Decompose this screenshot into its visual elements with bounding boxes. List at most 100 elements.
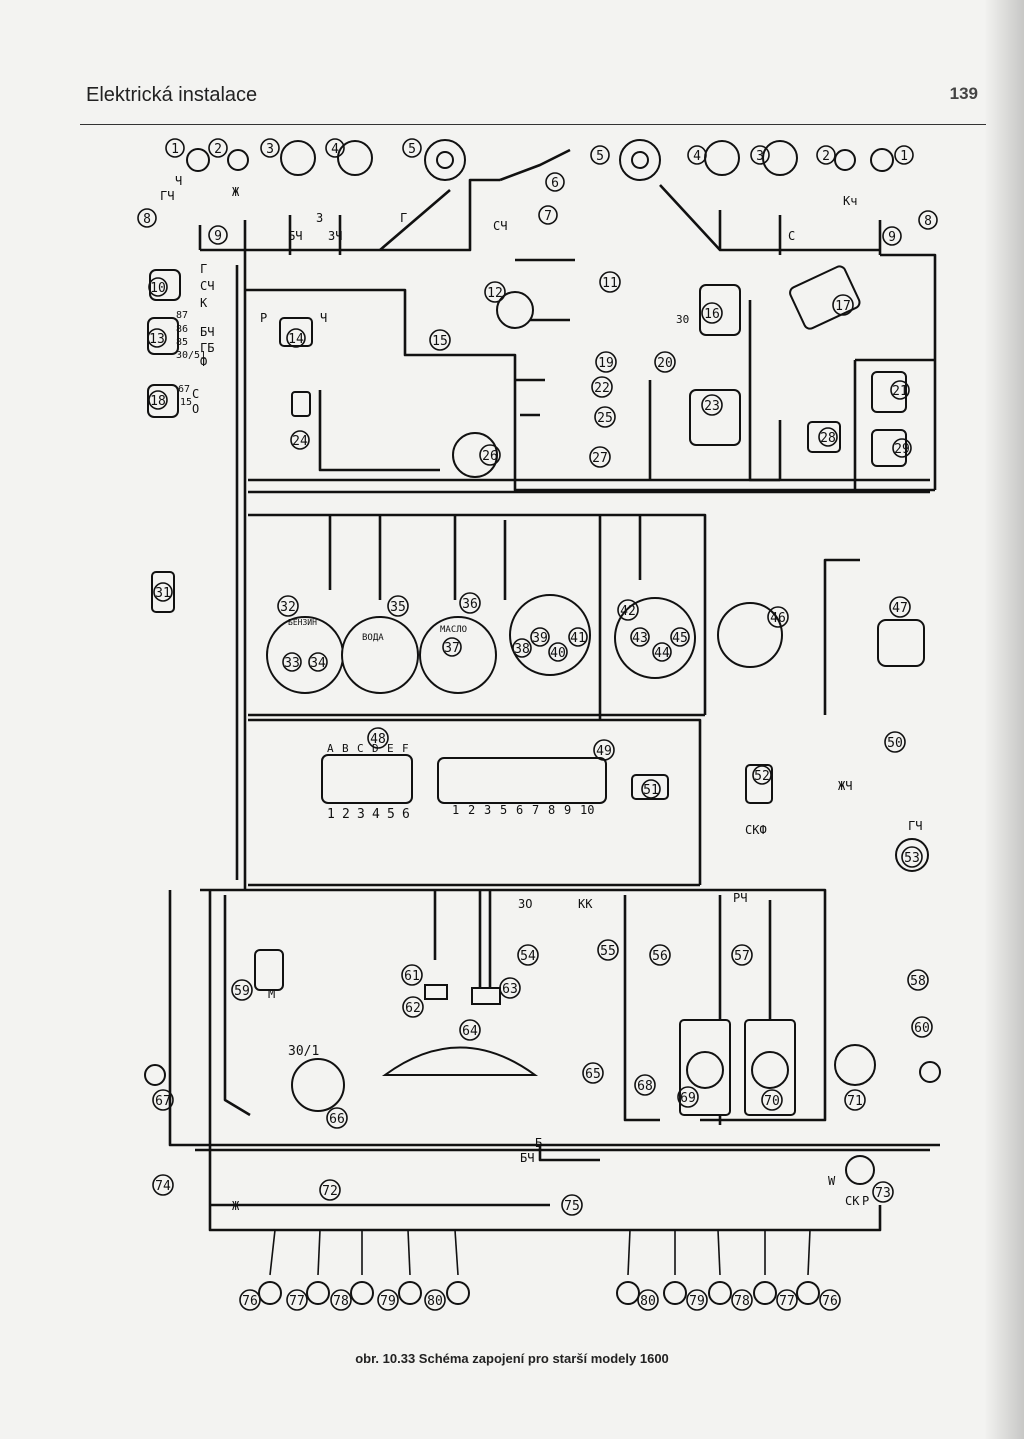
callout: 79 xyxy=(380,1294,396,1309)
callout: 1 xyxy=(171,142,179,157)
wire-label: СКФ xyxy=(745,823,767,837)
fuse-number: 6 xyxy=(402,807,410,822)
fuse-number: 6 xyxy=(516,803,523,817)
wire-label: 85 xyxy=(176,337,188,348)
callout: 80 xyxy=(427,1294,443,1309)
gauge-label: БЕНЗИН xyxy=(288,618,317,627)
fuse-number: 8 xyxy=(548,803,555,817)
fuse-number: 2 xyxy=(342,807,350,822)
wire-label: С xyxy=(788,229,795,243)
wire-label: СК xyxy=(845,1194,860,1208)
callout: 21 xyxy=(892,384,908,399)
callout: 80 xyxy=(640,1294,656,1309)
wire-label: 87 xyxy=(176,310,188,321)
callout: 67 xyxy=(155,1094,171,1109)
callout: 64 xyxy=(462,1024,478,1039)
callout: 31 xyxy=(155,586,171,601)
callout: 51 xyxy=(643,783,659,798)
fuse-number: 10 xyxy=(580,803,594,817)
callout: 78 xyxy=(333,1294,349,1309)
callout: 69 xyxy=(680,1091,696,1106)
callout: 24 xyxy=(292,434,308,449)
callout: 26 xyxy=(482,449,498,464)
wire-label: З xyxy=(316,211,323,225)
wire-label: ЗО xyxy=(518,897,532,911)
fuse-letter: D xyxy=(372,742,379,755)
callout: 36 xyxy=(462,597,478,612)
callout: 8 xyxy=(924,214,932,229)
callout: 77 xyxy=(779,1294,795,1309)
callout: 16 xyxy=(704,307,720,322)
callout: 42 xyxy=(620,604,636,619)
callout: 17 xyxy=(835,299,851,314)
callout: 22 xyxy=(594,381,610,396)
wire-label: Г xyxy=(200,262,207,276)
fuse-number: 3 xyxy=(357,807,365,822)
callout: 61 xyxy=(404,969,420,984)
callout: 66 xyxy=(329,1112,345,1127)
callout: 43 xyxy=(632,631,648,646)
callout: 10 xyxy=(150,281,166,296)
wire-label: Ч xyxy=(175,174,182,188)
wire-label: Ж xyxy=(232,185,240,199)
callout: 58 xyxy=(910,974,926,989)
wire-label: Б xyxy=(535,1136,542,1150)
wire-label: 67 xyxy=(178,384,190,395)
fuse-number: 5 xyxy=(500,803,507,817)
wire-label: ГЧ xyxy=(908,819,922,833)
running-header-title: Elektrická instalace xyxy=(86,84,258,106)
wire-label: 30/1 xyxy=(288,1044,319,1059)
wire-label: БЧ xyxy=(520,1151,534,1165)
callout: 23 xyxy=(704,399,720,414)
callout: 48 xyxy=(370,732,386,747)
fuse-number: 1 xyxy=(452,803,459,817)
callout: 79 xyxy=(689,1294,705,1309)
callout: 38 xyxy=(514,642,530,657)
component-callouts: 1 2 3 4 5 8 9 1 2 3 4 5 6 7 8 9 11 12 15… xyxy=(137,138,938,1311)
callout: 12 xyxy=(487,286,503,301)
callout: 3 xyxy=(266,142,274,157)
callout: 40 xyxy=(550,646,566,661)
harness-lines xyxy=(168,148,940,1276)
fuse-letter: B xyxy=(342,742,349,755)
callout: 3 xyxy=(756,149,764,164)
callout: 19 xyxy=(598,356,614,371)
wire-label: РЧ xyxy=(733,891,747,905)
page-edge-shadow xyxy=(984,0,1024,1439)
callout: 63 xyxy=(502,982,518,997)
callout: 7 xyxy=(544,209,552,224)
callout: 70 xyxy=(764,1094,780,1109)
callout: 78 xyxy=(734,1294,750,1309)
callout: 37 xyxy=(444,641,460,656)
callout: 53 xyxy=(904,851,920,866)
callout: 60 xyxy=(914,1021,930,1036)
callout: 59 xyxy=(234,984,250,999)
page-number: 139 xyxy=(949,84,978,103)
callout: 2 xyxy=(214,142,222,157)
wire-label: Р xyxy=(862,1194,869,1208)
callout: 76 xyxy=(822,1294,838,1309)
callout: 5 xyxy=(408,142,416,157)
wire-label: ЖЧ xyxy=(838,779,852,793)
wire-label: СЧ xyxy=(200,279,214,293)
callout: 28 xyxy=(820,431,836,446)
wire-label: ГБ xyxy=(200,341,214,355)
callout: 56 xyxy=(652,949,668,964)
callout: 77 xyxy=(289,1294,305,1309)
wire-label: БЧ xyxy=(200,325,214,339)
wire-label: М xyxy=(268,987,275,1001)
callout: 55 xyxy=(600,944,616,959)
fuse-number: 1 xyxy=(327,807,335,822)
callout: 4 xyxy=(693,149,701,164)
callout: 4 xyxy=(331,142,339,157)
component-symbols xyxy=(144,139,941,1305)
callout: 39 xyxy=(532,631,548,646)
wire-label: Ж xyxy=(232,1199,240,1213)
callout: 1 xyxy=(900,149,908,164)
wire-label: С xyxy=(192,387,199,401)
callout: 49 xyxy=(596,744,612,759)
figure-caption: obr. 10.33 Schéma zapojení pro starší mo… xyxy=(355,1351,669,1366)
wire-label: О xyxy=(192,402,199,416)
wire-label: Г xyxy=(400,211,407,225)
